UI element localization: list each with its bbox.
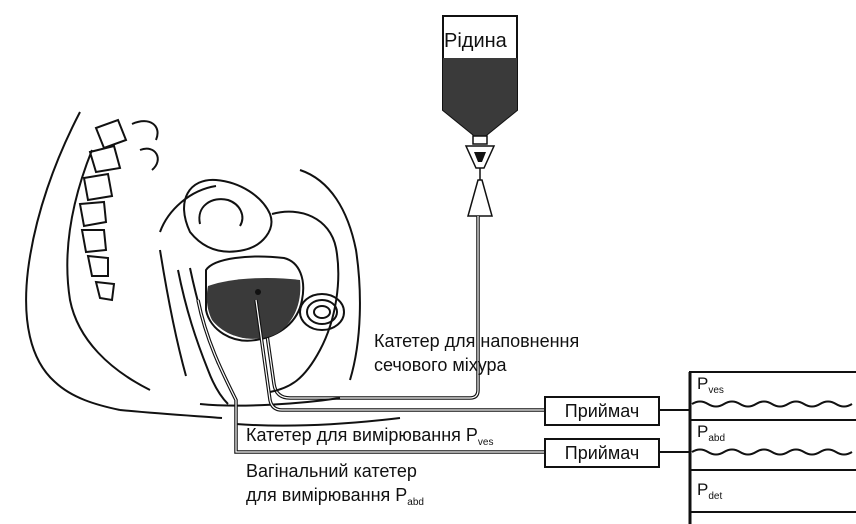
receiver-ves-box: Приймач bbox=[544, 396, 660, 426]
vaginal-catheter-label-line2: для вимірювання Pabd bbox=[246, 484, 424, 514]
bag-label: Рідина bbox=[444, 30, 507, 52]
ves-catheter-label: Катетер для вимірювання Pves bbox=[246, 424, 493, 454]
receiver-abd-box: Приймач bbox=[544, 438, 660, 468]
channel-ves-label: Pves bbox=[697, 374, 724, 396]
roller-clamp bbox=[468, 180, 492, 216]
bag-fluid bbox=[443, 58, 517, 136]
channel-abd-label: Pabd bbox=[697, 422, 725, 444]
pelvis-anatomy bbox=[26, 112, 400, 426]
channel-det-label: Pdet bbox=[697, 480, 722, 502]
bladder-fluid bbox=[207, 278, 301, 339]
vaginal-catheter-label-line1: Вагінальний катетер bbox=[246, 460, 417, 482]
fill-catheter-label-line1: Катетер для наповнення bbox=[374, 330, 579, 352]
fill-catheter-label-line2: сечового міхура bbox=[374, 354, 507, 376]
